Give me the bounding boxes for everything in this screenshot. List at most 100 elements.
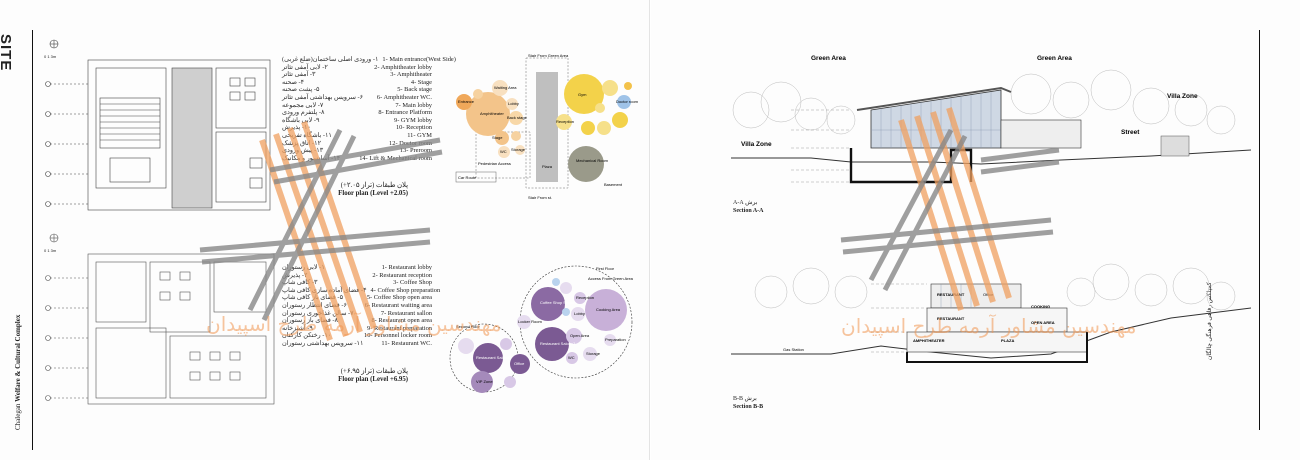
- floor1-legend-item-en: 2- Amphitheater lobby: [374, 63, 432, 71]
- floor2-legend-item-fa: ۵- فضای باز کافی شاپ: [282, 294, 344, 302]
- bubble2-restaurant3-label: Restaurant Saloon3: [540, 341, 576, 346]
- floor1-legend-item-en: 4- Stage: [410, 78, 432, 86]
- bubble1-amphitheater-label: Amphitheater: [480, 111, 504, 116]
- floor2-legend-item: ۳- کافی شاپ 3- Coffee Shop: [282, 279, 432, 287]
- floor1-legend-item-en: 11- GYM: [407, 131, 432, 139]
- bubble1-waiting: [492, 80, 508, 96]
- floor1-legend-item-en: 5- Back stage: [397, 86, 432, 94]
- bubble1-gym-label: Gym: [578, 92, 587, 97]
- section-b-amphitheater-label: AMPHITHEATER: [913, 338, 945, 343]
- floor-plan-level-6-95: 0 1 3m: [44, 233, 275, 405]
- floor1-legend-item: ۵- پشت صحنه 5- Back stage: [282, 86, 432, 94]
- floor2-legend-item-fa: ۶- فضای انتظار رستوران: [282, 301, 347, 309]
- floor2-legend-item-fa: ۳- کافی شاپ: [282, 279, 318, 287]
- floor1-legend-item-en: 10- Reception: [395, 124, 432, 132]
- section-a-caption-en: Section A-A: [733, 207, 764, 214]
- bubble1-lobby-label: Lobby: [508, 101, 519, 106]
- bubble1-entrance: [456, 94, 472, 110]
- bubble2-access-label: Access From Green Area: [588, 276, 634, 281]
- right-overlay-stripes: [840, 107, 1060, 311]
- right-spine-line: [1259, 30, 1260, 430]
- bubble-diagram-ground-floor: Amphitheater Gym Plaza Mechanical Room B…: [455, 53, 639, 200]
- bubble1-backstage-label: Back stage: [507, 115, 528, 120]
- bubble1-amphitheater: [466, 92, 510, 136]
- plan1-outer-wall: [87, 59, 271, 211]
- bubble1-stair-bottom-label: Stair From st.: [528, 195, 552, 200]
- floor2-legend-item-en: 3- Coffee Shop: [393, 279, 432, 287]
- scale-bar-1: 0 1 3m: [44, 54, 57, 59]
- section-a-caption: برش A-A Section A-A: [733, 200, 764, 215]
- plan1-stage: [109, 157, 151, 183]
- bubble1-gym: [564, 74, 604, 114]
- floor2-legend-item-fa: ۱۱- سرویس بهداشتی رستوران: [282, 339, 364, 347]
- floor1-legend-item-fa: ۱۱- باشگاه تفریحی: [282, 131, 332, 139]
- bubble1-wc-label: WC: [500, 149, 507, 154]
- bubble1-storage-label: Storage: [511, 147, 526, 152]
- bubble2-coffee-saloon: [531, 287, 565, 321]
- bubble2-first-floor-label: First Floor: [596, 266, 615, 271]
- floor1-legend-item-fa: ۵- پشت صحنه: [282, 86, 320, 94]
- section-b-restaurant2-label: RESTAURANT: [937, 316, 965, 321]
- floor1-legend-item-fa: ۷- لابی مجموعه: [282, 101, 324, 109]
- floor2-legend-item-en: 10- Personnel locker room: [364, 332, 432, 340]
- bubble2-office-label: Office: [514, 361, 525, 366]
- section-a-street: Street: [1121, 129, 1140, 136]
- section-b-caption: برش B-B Section B-B: [733, 396, 763, 411]
- project-title-main: Welfare & Cultural Complex: [14, 314, 22, 402]
- bubble1-basement-label: Basement: [604, 182, 623, 187]
- bubble1-stage-label: Stage: [492, 135, 503, 140]
- plan2-outer-wall: [87, 253, 275, 405]
- floor2-caption: پلان طبقات (تراز ۶.۹۵+) Floor plan (Leve…: [300, 368, 408, 384]
- bubble2-restaurant2-label: Restaurant Saloon2: [476, 355, 512, 360]
- section-b-plaza-label: PLAZA: [1001, 338, 1014, 343]
- floor2-legend-item-en: 2- Restaurant reception: [372, 271, 432, 279]
- plan2-coffee-shop: [149, 261, 211, 333]
- floor-plan-level-2-05: 0 1 3m: [44, 39, 271, 211]
- floor1-legend-item-en: 13- Preroom: [399, 147, 432, 155]
- plan1-lobby-room: [215, 131, 267, 203]
- floor1-legend-item-en: 1- Main entrance(West Side): [382, 56, 456, 63]
- plan2-restaurant-lobby: [95, 261, 147, 323]
- project-title-prefix: Chalegan: [14, 403, 22, 430]
- floor1-legend-item: ۱۱- باشگاه تفریحی 11- GYM: [282, 132, 432, 140]
- bubble2-restaurant2: [473, 343, 503, 373]
- plan2-restaurant-sallon: [95, 327, 167, 399]
- plan2-coffee-open-area: [213, 261, 267, 313]
- floor2-legend-item-en: 9- Restaurant preparation: [367, 324, 432, 332]
- floor1-legend-item-fa: ۱- ورودی اصلی ساختمان(ضلع غربی): [282, 56, 379, 63]
- bubble2-storage-label: Storage: [586, 351, 601, 356]
- bubble2-prep-label: Preparation: [605, 337, 626, 342]
- left-spine-line: [32, 30, 33, 450]
- bubble2-vip-label: VIP Zone: [476, 379, 493, 384]
- plan1-seating: [99, 97, 161, 149]
- bubble1-reception-label: Reception: [556, 119, 574, 124]
- floor1-legend-item-fa: ۳- آمفی تئاتر: [282, 71, 316, 79]
- floor2-legend-item: ۱۱- سرویس بهداشتی رستوران 11- Restaurant …: [282, 340, 432, 348]
- floor2-caption-en: Floor plan (Level +6.95): [338, 376, 408, 383]
- floor1-caption-en: Floor plan (Level +2.05): [338, 190, 408, 197]
- section-a-caption-fa: برش A-A: [733, 200, 758, 206]
- floor2-legend-item-fa: ۴- فضای آماده سازی کافی شاپ: [282, 286, 367, 294]
- bubble2-office: [510, 354, 530, 374]
- floor1-legend-item-en: 3- Amphitheater: [390, 71, 432, 79]
- floor2-legend-item-en: 11- Restaurant WC.: [381, 339, 432, 347]
- bubble1-plaza-label: Plaza: [542, 164, 553, 169]
- bubble1-doctor-label: Doctor room: [616, 99, 639, 104]
- section-b-caption-fa: برش B-B: [733, 396, 757, 402]
- section-b-gas-station-label: Gas Station: [783, 347, 804, 352]
- floor2-caption-fa: پلان طبقات (تراز ۶.۹۵+): [340, 368, 408, 375]
- bubble2-cooking: [585, 289, 627, 331]
- section-b-restaurant-label: RESTAURANT: [937, 292, 965, 297]
- left-page: SITE Chalegan Welfare & Cultural Complex: [0, 0, 650, 460]
- bubble1-pedestrian-label: Pedestrian Access: [478, 161, 511, 166]
- bubble1-reception: [556, 114, 572, 130]
